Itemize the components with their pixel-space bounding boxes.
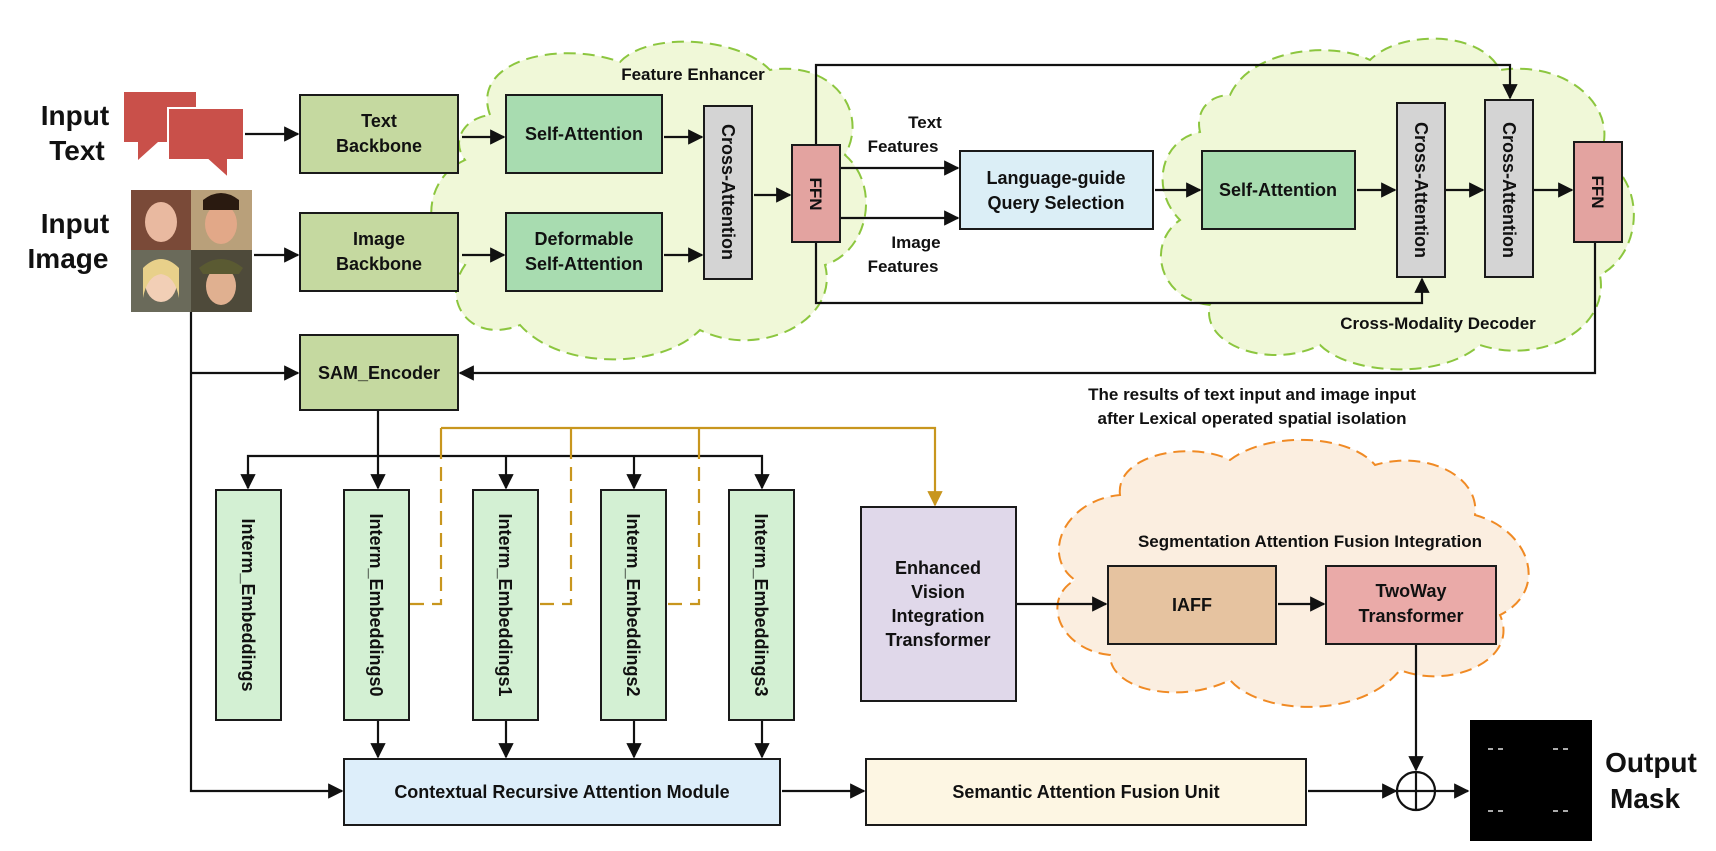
image-backbone-box: Image Backbone: [299, 212, 459, 292]
output-mask-image: [1470, 720, 1592, 841]
decoder-ffn-label: FFN: [1588, 175, 1607, 208]
text-features-label-1: Text: [908, 113, 942, 132]
sam-encoder-box: SAM_Encoder: [299, 334, 459, 411]
twoway-label-2: Transformer: [1358, 606, 1463, 626]
fe-deformable-attention-box: Deformable Self-Attention: [505, 212, 663, 292]
embedding-box-0: Interm_Embeddings: [215, 489, 282, 721]
image-features-label-1: Image: [891, 233, 940, 252]
decoder-cross-attention-2-label: Cross-Attention: [1499, 122, 1519, 258]
decoder-cross-attention-2-box: Cross-Attention: [1484, 99, 1534, 278]
fe-self-attention-box: Self-Attention: [505, 94, 663, 174]
fe-ffn-box: FFN: [791, 144, 841, 243]
feature-enhancer-title: Feature Enhancer: [621, 65, 765, 84]
embedding-box-3: Interm_Embeddings2: [600, 489, 667, 721]
embedding-box-2: Interm_Embeddings1: [472, 489, 539, 721]
decoder-title: Cross-Modality Decoder: [1340, 314, 1536, 333]
safu-box: Semantic Attention Fusion Unit: [865, 758, 1307, 826]
input-image: Input Image: [28, 190, 252, 312]
fe-cross-attention-label: Cross-Attention: [718, 124, 738, 260]
fe-ffn-label: FFN: [806, 177, 825, 210]
query-selection-box: Language-guide Query Selection: [959, 150, 1154, 230]
text-backbone-label-2: Backbone: [336, 136, 422, 156]
embedding-label-2: Interm_Embeddings1: [495, 513, 515, 696]
results-note-line-1: The results of text input and image inpu…: [1088, 385, 1416, 404]
decoder-self-attention-box: Self-Attention: [1201, 150, 1356, 230]
plus-circle-icon: [1395, 770, 1437, 812]
evit-box: Enhanced Vision Integration Transformer: [860, 506, 1017, 702]
embedding-box-1: Interm_Embeddings0: [343, 489, 410, 721]
decoder-cross-attention-1-box: Cross-Attention: [1396, 102, 1446, 278]
input-text-label-2: Text: [49, 135, 105, 166]
embedding-box-4: Interm_Embeddings3: [728, 489, 795, 721]
text-backbone-box: Text Backbone: [299, 94, 459, 174]
sam-encoder-label: SAM_Encoder: [318, 363, 440, 383]
cram-box: Contextual Recursive Attention Module: [343, 758, 781, 826]
query-selection-label-1: Language-guide: [987, 168, 1126, 188]
seg-fusion-title: Segmentation Attention Fusion Integratio…: [1138, 532, 1482, 551]
image-backbone-label-2: Backbone: [336, 254, 422, 274]
safu-label: Semantic Attention Fusion Unit: [952, 782, 1219, 802]
evit-label-2: Vision: [911, 582, 965, 602]
evit-label-4: Transformer: [885, 630, 990, 650]
evit-label-1: Enhanced: [895, 558, 981, 578]
output-label-1: Output: [1605, 747, 1697, 778]
decoder-cross-attention-1-label: Cross-Attention: [1411, 122, 1431, 258]
text-features-label-2: Features: [868, 137, 939, 156]
iaff-box: IAFF: [1107, 565, 1277, 645]
embedding-label-1: Interm_Embeddings0: [366, 513, 386, 696]
fe-deformable-label-1: Deformable: [534, 229, 633, 249]
embedding-label-4: Interm_Embeddings3: [751, 513, 771, 696]
iaff-label: IAFF: [1172, 595, 1212, 615]
twoway-transformer-box: TwoWay Transformer: [1325, 565, 1497, 645]
input-text-label-1: Input: [41, 100, 109, 131]
input-text: Input Text: [41, 92, 245, 181]
results-note-line-2: after Lexical operated spatial isolation: [1098, 409, 1407, 428]
image-backbone-label-1: Image: [353, 229, 405, 249]
fe-self-attention-label: Self-Attention: [525, 124, 643, 144]
connectors: [189, 63, 1597, 799]
fe-cross-attention-box: Cross-Attention: [703, 105, 753, 280]
embedding-label-3: Interm_Embeddings2: [623, 513, 643, 696]
query-selection-label-2: Query Selection: [987, 193, 1124, 213]
decoder-self-attention-label: Self-Attention: [1219, 180, 1337, 200]
speech-bubbles-icon: [124, 92, 245, 181]
input-image-label-1: Input: [41, 208, 109, 239]
embedding-label-0: Interm_Embeddings: [238, 518, 258, 691]
fe-deformable-label-2: Self-Attention: [525, 254, 643, 274]
twoway-label-1: TwoWay: [1376, 581, 1447, 601]
cram-label: Contextual Recursive Attention Module: [394, 782, 729, 802]
decoder-ffn-box: FFN: [1573, 141, 1623, 243]
input-image-label-2: Image: [28, 243, 109, 274]
output-label-2: Mask: [1610, 783, 1680, 814]
image-features-label-2: Features: [868, 257, 939, 276]
face-photos-grid-icon: [131, 190, 252, 312]
evit-label-3: Integration: [892, 606, 985, 626]
text-backbone-label-1: Text: [361, 111, 397, 131]
